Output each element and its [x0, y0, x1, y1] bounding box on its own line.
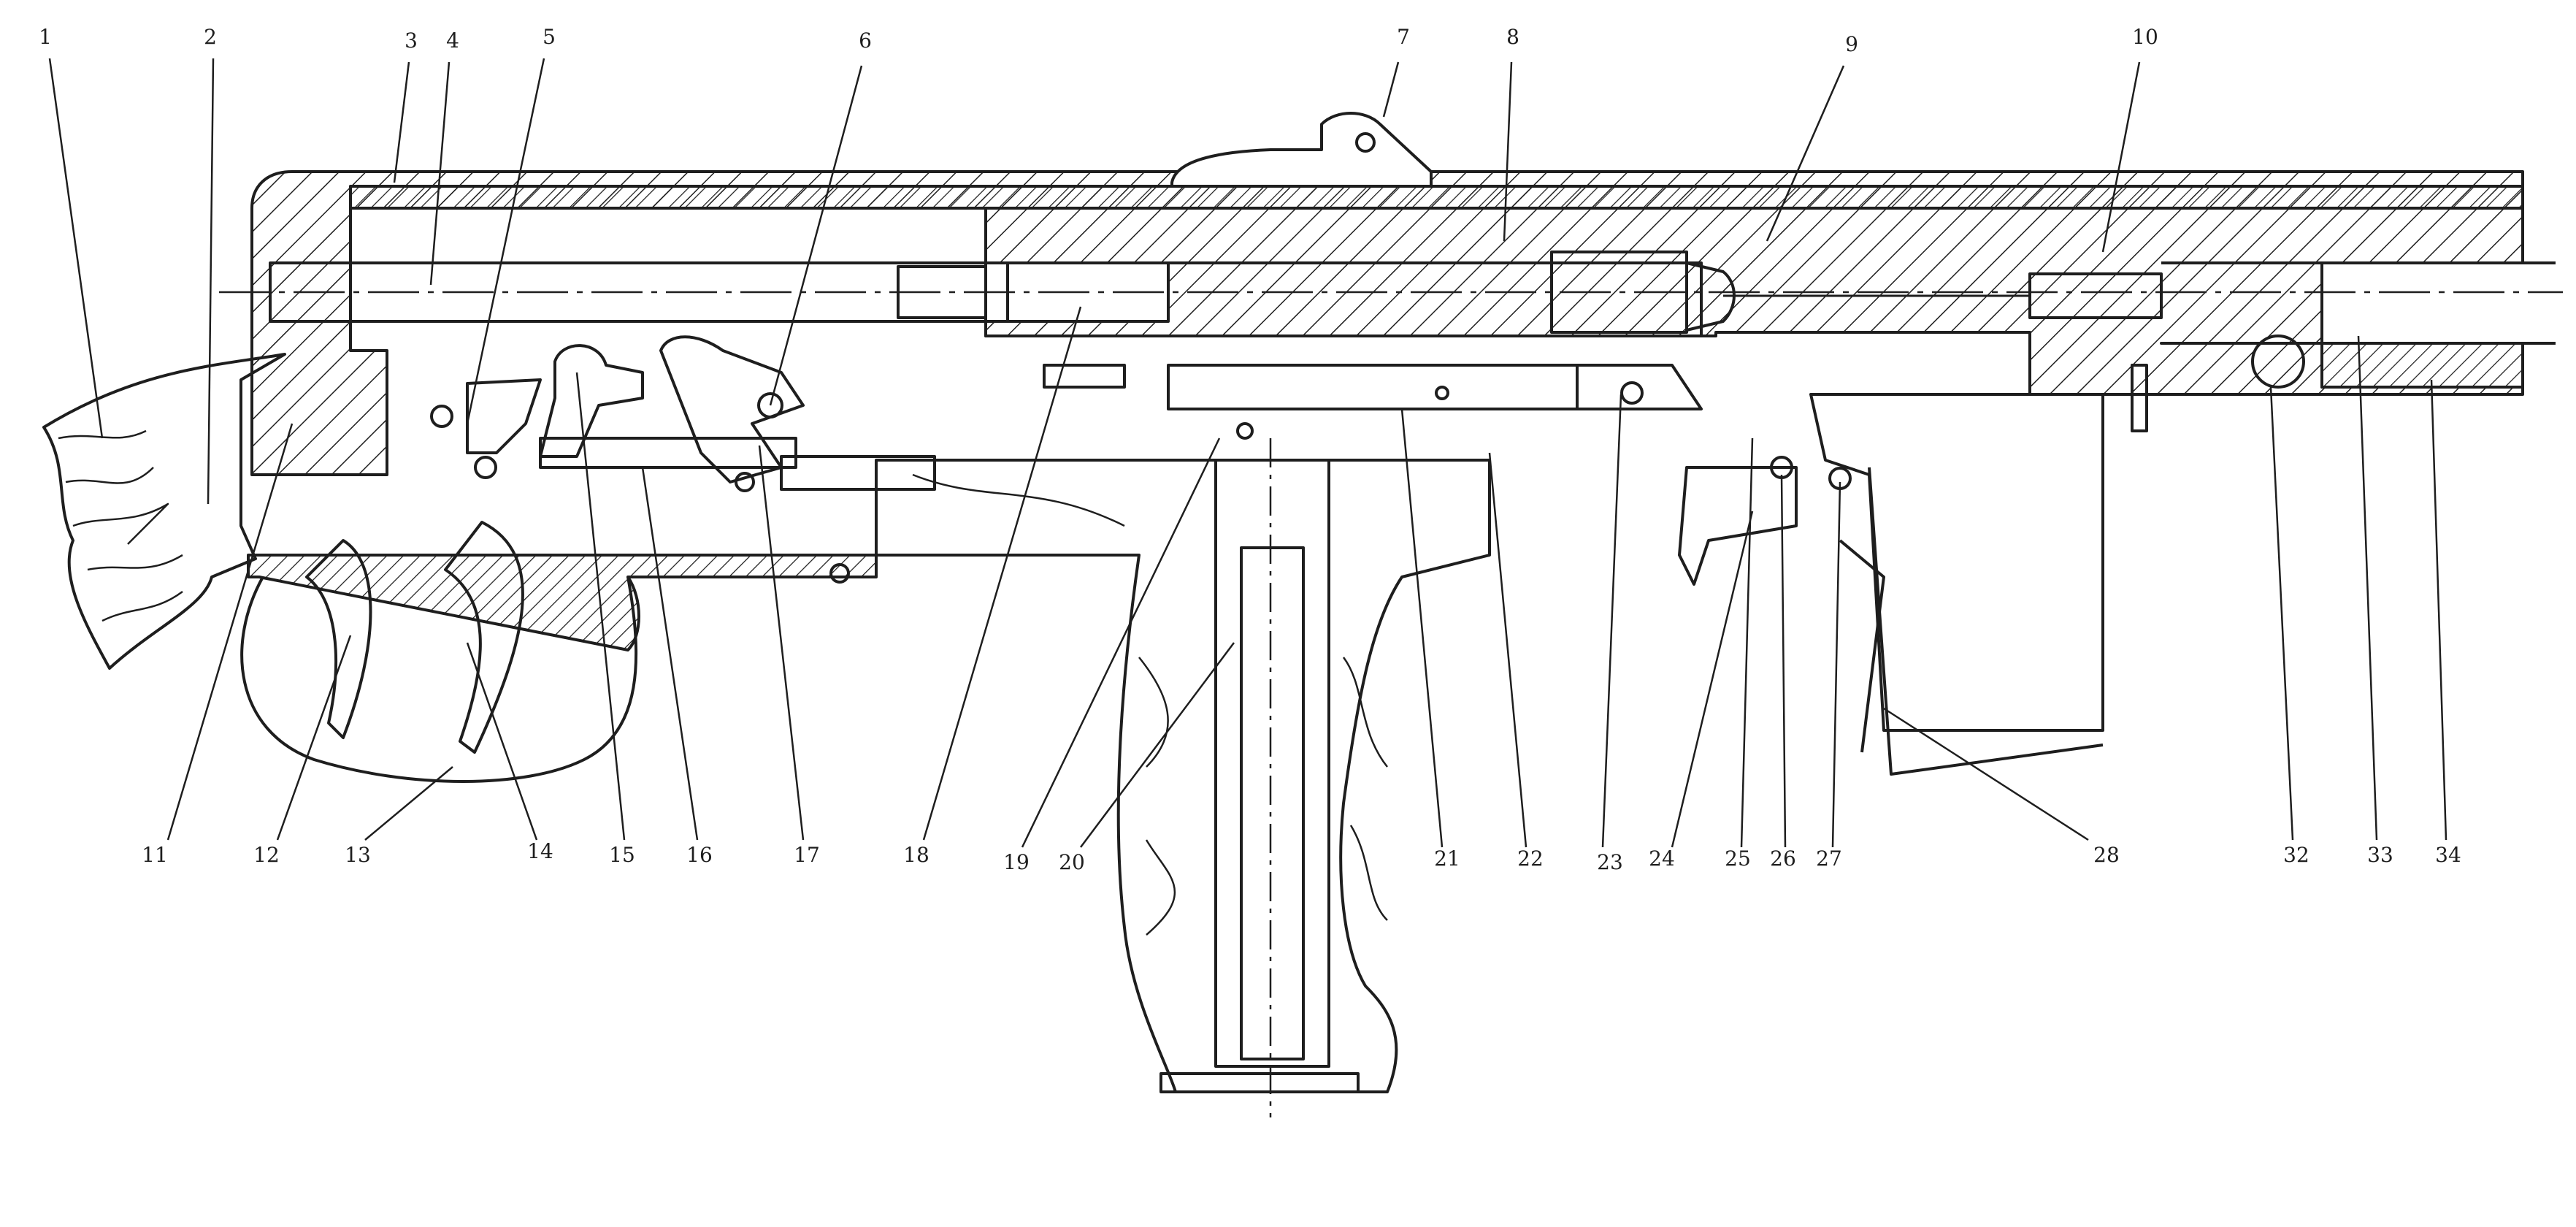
lower-frame	[247, 554, 878, 651]
trigger-guard	[240, 576, 638, 783]
callout-label-15: 15	[609, 843, 635, 867]
callout-label-9: 9	[1845, 32, 1858, 56]
buttstock-wood-grain	[58, 429, 183, 622]
callout-label-6: 6	[859, 28, 872, 53]
leader-line-17	[758, 445, 805, 841]
leader-line-3	[393, 61, 410, 183]
callout-label-23: 23	[1597, 850, 1623, 874]
leader-line-16	[641, 467, 699, 841]
magazine-follower	[1839, 539, 1885, 753]
callout-label-8: 8	[1506, 25, 1519, 49]
callout-label-22: 22	[1517, 846, 1544, 871]
callout-label-3: 3	[405, 28, 418, 53]
callout-label-26: 26	[1770, 846, 1796, 871]
callout-label-14: 14	[527, 839, 553, 863]
callout-label-33: 33	[2367, 843, 2393, 867]
leader-line-15	[575, 372, 626, 841]
leader-line-25	[1740, 437, 1754, 848]
buttstock	[42, 353, 286, 670]
leader-line-2	[207, 58, 215, 505]
callout-label-24: 24	[1649, 846, 1675, 871]
leader-line-28	[1883, 707, 2089, 841]
operating-rod	[1167, 364, 1579, 410]
callout-label-16: 16	[686, 843, 713, 867]
leader-line-18	[922, 306, 1082, 841]
callout-label-21: 21	[1434, 846, 1460, 871]
leader-line-20	[1080, 642, 1235, 848]
trigger-front	[305, 539, 372, 739]
leader-line-13	[364, 766, 453, 841]
pistol-grip	[875, 459, 1491, 1093]
leader-line-1	[48, 58, 104, 439]
leader-line-33	[2357, 335, 2378, 841]
magazine-body	[1868, 467, 2104, 776]
firing-pin-tip	[1685, 261, 1736, 332]
magazine-catch	[780, 455, 936, 491]
grip-tube	[1214, 459, 1330, 1068]
barrel-lock-pin	[2251, 335, 2305, 389]
recoil-spring-housing	[984, 261, 1703, 337]
callout-label-20: 20	[1059, 850, 1085, 874]
callout-label-7: 7	[1397, 25, 1410, 49]
leader-line-5	[466, 58, 545, 424]
leader-line-34	[2430, 379, 2447, 841]
callout-label-12: 12	[253, 843, 280, 867]
grip-base-plate	[1159, 1072, 1360, 1093]
magazine-latch	[1678, 466, 1798, 586]
callout-label-25: 25	[1725, 846, 1751, 871]
grip-tube-inner	[1240, 546, 1305, 1060]
leader-lines	[48, 58, 2447, 848]
leader-line-23	[1601, 394, 1622, 848]
callout-label-18: 18	[903, 843, 929, 867]
disconnector	[466, 378, 542, 454]
callout-label-13: 13	[345, 843, 371, 867]
leader-line-22	[1488, 452, 1527, 848]
leader-line-6	[769, 65, 863, 406]
leader-line-4	[429, 61, 451, 286]
leader-line-12	[276, 635, 352, 841]
leader-line-24	[1671, 511, 1754, 848]
callout-label-28: 28	[2093, 843, 2120, 867]
leader-line-8	[1503, 61, 1513, 242]
callout-label-27: 27	[1816, 846, 1842, 871]
leader-line-14	[466, 642, 538, 841]
bolt-stop	[1043, 364, 1126, 389]
leader-line-9	[1766, 65, 1845, 242]
leader-line-21	[1400, 408, 1444, 848]
leader-line-11	[166, 423, 294, 841]
leader-line-10	[2101, 61, 2141, 253]
callout-label-5: 5	[543, 25, 556, 49]
leader-line-32	[2269, 386, 2294, 841]
callout-label-10: 10	[2132, 25, 2158, 49]
callout-label-4: 4	[446, 28, 459, 53]
leader-line-27	[1831, 481, 1841, 848]
leader-line-26	[1780, 474, 1787, 848]
breech-plug	[2028, 272, 2163, 319]
operating-rod-end	[1576, 364, 1703, 410]
callout-label-32: 32	[2283, 843, 2309, 867]
magazine-well	[1809, 393, 2104, 732]
callout-label-19: 19	[1003, 850, 1030, 874]
leader-line-19	[1021, 437, 1221, 848]
callout-label-17: 17	[794, 843, 820, 867]
callout-label-34: 34	[2435, 843, 2461, 867]
callout-label-11: 11	[142, 843, 168, 867]
pistol-grip-wood-grain	[912, 473, 1388, 936]
callout-label-2: 2	[204, 25, 217, 49]
trigger-rear	[444, 521, 524, 754]
barrel-nut	[2131, 364, 2148, 432]
leader-line-7	[1382, 61, 1400, 118]
rear-sight	[1170, 112, 1433, 188]
hammer	[539, 344, 644, 458]
sear	[659, 335, 805, 483]
callout-label-1: 1	[39, 25, 52, 49]
trigger-bar	[539, 437, 797, 469]
receiver-top-wall	[349, 185, 2524, 210]
